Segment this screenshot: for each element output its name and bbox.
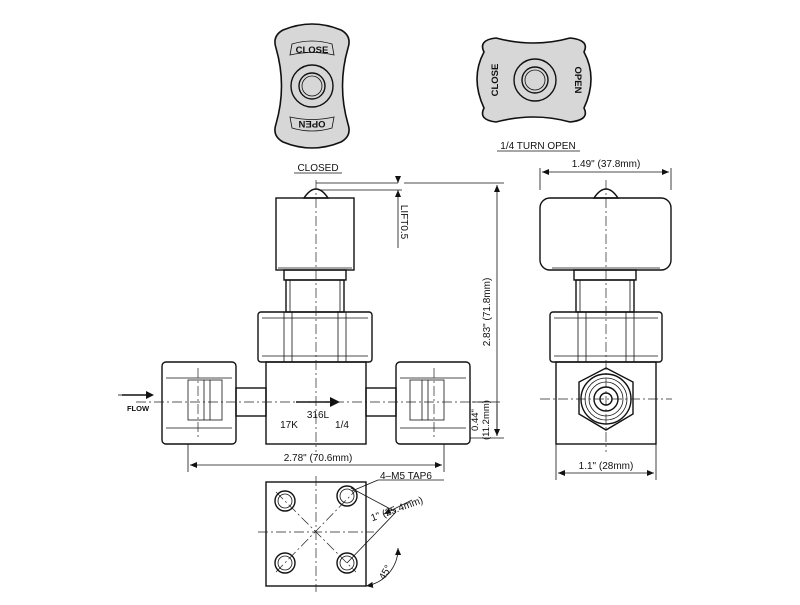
closed-caption: CLOSED [297,163,338,174]
bolt-circle-label: 1" (25.4mm) [370,495,425,524]
valve-bottom-view [258,476,444,592]
body-material-label: 316L [307,410,330,421]
port-height-label-mm: (11.2mm) [481,400,492,440]
flow-label: FLOW [127,404,150,413]
handle-close-label-rotated: CLOSE [490,64,501,97]
body-size-label: 1/4 [335,420,349,431]
overall-height-dimension [404,182,504,439]
overall-length-label: 2.78" (70.6mm) [284,453,353,464]
side-body-width-label: 1.1" (28mm) [579,461,634,472]
handle-close-label: CLOSE [296,45,329,56]
port-height-dimension [472,401,500,436]
mounting-hole-top-left [274,490,296,512]
valve-side-view [539,168,672,480]
handle-open-label-rotated: OPEN [572,67,583,94]
port-height-label-in: 0.44" [470,409,481,431]
valve-front-view: 316L 17K 1/4 [136,180,486,452]
lift-dimension [318,176,402,248]
mounting-hole-bottom-right [336,552,358,574]
body-rating-label: 17K [280,420,298,431]
handle-top-view-quarter-open: CLOSE OPEN [476,37,592,123]
handle-open-label: OPEN [298,118,325,129]
mounting-hole-bottom-left [274,552,296,574]
side-width-label: 1.49" (37.8mm) [572,159,641,170]
handle-top-view-closed: CLOSE OPEN [274,23,350,149]
angle-label: 45° [377,563,394,582]
mounting-hole-top-right [336,485,358,507]
lift-label: LIFT0.5 [398,205,409,240]
tap-label: 4–M5 TAP6 [380,471,432,482]
flow-indicator [118,391,154,399]
overall-length-dimension [187,444,445,472]
overall-height-label: 2.83" (71.8mm) [482,278,493,347]
quarter-turn-caption: 1/4 TURN OPEN [500,141,575,152]
